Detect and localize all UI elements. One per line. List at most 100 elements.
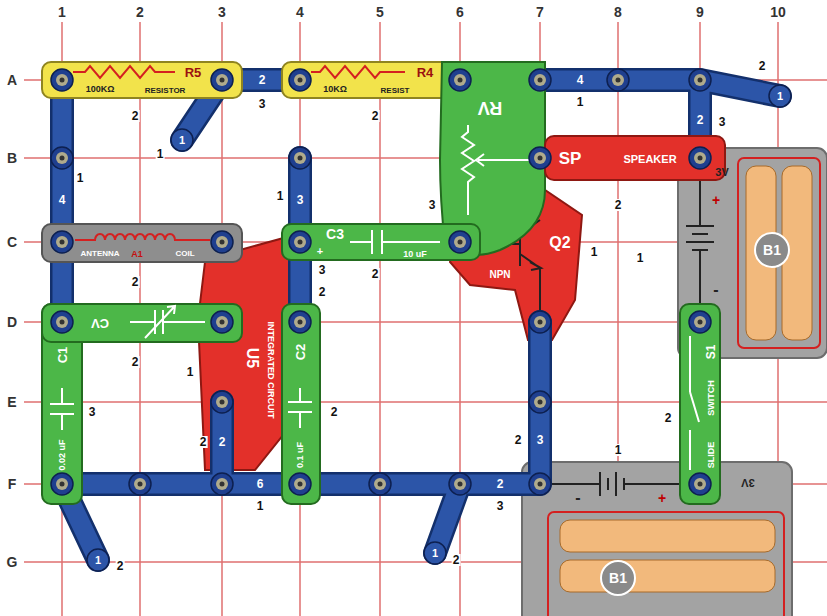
callout-number: 3	[318, 264, 327, 276]
part-label: SPEAKER	[623, 154, 676, 165]
snap-center	[538, 482, 543, 487]
snap-center	[698, 320, 703, 325]
snap-center	[458, 240, 463, 245]
snap-post	[56, 316, 68, 328]
snap-center	[298, 320, 303, 325]
resistor-body	[42, 62, 242, 98]
snap	[449, 473, 471, 495]
coil-body	[42, 224, 242, 262]
electrolytic-capacitor: C3+10 uF	[282, 224, 480, 260]
grid-coordinate: F	[7, 477, 18, 491]
snap	[529, 391, 551, 413]
part-label: SP	[559, 150, 582, 167]
callout-number: 3	[88, 406, 97, 418]
callout-number: 1	[576, 96, 585, 108]
snap-center	[60, 482, 65, 487]
snap-ring	[289, 311, 311, 333]
snap-ring	[529, 311, 551, 333]
callout-number: 1	[431, 548, 439, 559]
transistor: NPNQ2	[440, 178, 585, 343]
variable-capacitor-body	[42, 304, 242, 342]
callout-number: 2	[318, 286, 327, 298]
switch-body	[680, 304, 720, 504]
single-snap	[171, 129, 193, 151]
callout-number: 1	[178, 135, 186, 146]
part-label: C1	[56, 347, 69, 364]
snap-center	[220, 400, 225, 405]
part-label: R4	[417, 66, 434, 79]
snap-post	[694, 478, 706, 490]
callout-number: 1	[156, 148, 165, 160]
snap-center	[458, 482, 463, 487]
snap-ring	[51, 311, 73, 333]
snap	[211, 69, 233, 91]
snap-ring	[211, 391, 233, 413]
grid-coordinate: 7	[535, 5, 545, 19]
snap	[689, 69, 711, 91]
snap-ring	[51, 231, 73, 253]
part-label: 0.02 uF	[58, 439, 67, 470]
callout-number: 1	[776, 91, 784, 102]
snap-post	[534, 396, 546, 408]
snap-center	[378, 482, 383, 487]
snap-ring	[129, 473, 151, 495]
snap	[529, 147, 551, 169]
snap-center	[298, 78, 303, 83]
snap-post	[134, 478, 146, 490]
capacitor: C20.1 uF	[282, 304, 320, 504]
snap-ring	[289, 147, 311, 169]
antenna-coil: ANTENNAA1COIL	[42, 224, 242, 262]
capacitor-symbol	[50, 388, 74, 430]
grid-coordinate: 8	[613, 5, 623, 19]
snap-ring	[529, 391, 551, 413]
capacitor: C1 0.02 uF	[42, 304, 82, 504]
snap-ring	[449, 69, 471, 91]
part-label: -	[713, 282, 718, 298]
snap	[51, 231, 73, 253]
callout-number: 1	[76, 172, 85, 184]
part-label: 0.1 uF	[296, 442, 305, 468]
variable-capacitor: CV	[42, 304, 242, 342]
snap-post	[534, 478, 546, 490]
callout-number: 2	[131, 356, 140, 368]
callout-number: 4	[576, 74, 585, 86]
snap-post	[56, 152, 68, 164]
snap-ring	[289, 69, 311, 91]
snap	[51, 147, 73, 169]
callout-number: 2	[664, 412, 673, 424]
battery: 3V+-B1	[678, 148, 827, 358]
part-label: SWITCH	[707, 380, 716, 416]
snap-center	[60, 320, 65, 325]
grid-coordinate: 3	[217, 5, 227, 19]
snap-center	[60, 240, 65, 245]
part-label: S1	[705, 345, 717, 360]
speaker-body	[545, 136, 725, 180]
callout-number: 2	[131, 276, 140, 288]
snap-ring	[51, 69, 73, 91]
snap	[51, 69, 73, 91]
snap-post	[216, 396, 228, 408]
grid-coordinate: 9	[695, 5, 705, 19]
part-label: 100KΩ	[86, 85, 115, 94]
callout-number: 1	[590, 246, 599, 258]
snap	[289, 231, 311, 253]
resistor-symbol	[311, 66, 405, 78]
snap	[689, 473, 711, 495]
callout-number: 3	[496, 500, 505, 512]
callout-number: 2	[614, 199, 623, 211]
speaker: SP SPEAKER	[545, 136, 725, 180]
grid-coordinate: E	[6, 395, 17, 409]
callout-number: 1	[276, 190, 285, 202]
callout-number: 2	[496, 478, 505, 490]
snap	[607, 69, 629, 91]
slide-switch: S1SWITCHSLIDE	[680, 304, 720, 504]
snap-post	[294, 74, 306, 86]
battery-symbol	[552, 472, 690, 496]
grid-coordinate: 5	[375, 5, 385, 19]
snap	[449, 69, 471, 91]
grid-coordinate: 6	[455, 5, 465, 19]
snap	[289, 473, 311, 495]
callout-number: 1	[636, 252, 645, 264]
snap-post	[216, 316, 228, 328]
snap-post	[374, 478, 386, 490]
